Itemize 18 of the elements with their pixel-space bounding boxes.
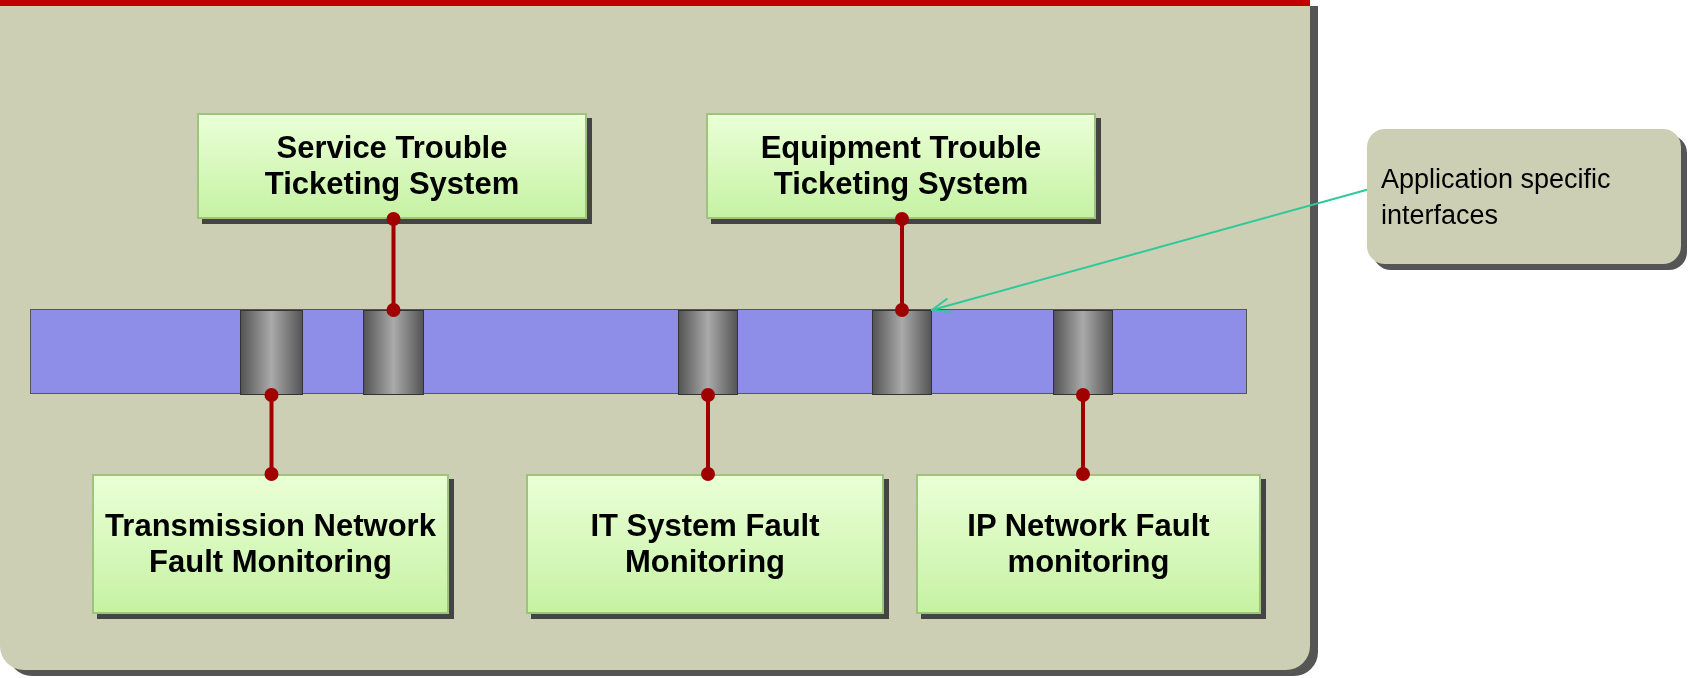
callout-text: Application specific interfaces (1381, 162, 1611, 232)
box-label: IP Network Fault monitoring (966, 508, 1211, 580)
interface-block (240, 310, 303, 395)
box-label: Service Trouble Ticketing System (263, 130, 521, 202)
connector-line (701, 388, 715, 481)
connector-line (1076, 388, 1090, 481)
leader-line (931, 188, 1368, 313)
connector-line (895, 212, 909, 317)
box-label: IT System Fault Monitoring (589, 508, 821, 580)
interface-block (678, 310, 738, 395)
box-label: Transmission Network Fault Monitoring (104, 508, 437, 580)
bus-bar (30, 309, 1247, 394)
interface-block (872, 310, 932, 395)
interface-block (363, 310, 424, 395)
connector-line (264, 388, 279, 481)
connector-line (386, 212, 401, 317)
box-label: Equipment Trouble Ticketing System (759, 130, 1043, 202)
interface-block (1053, 310, 1113, 395)
